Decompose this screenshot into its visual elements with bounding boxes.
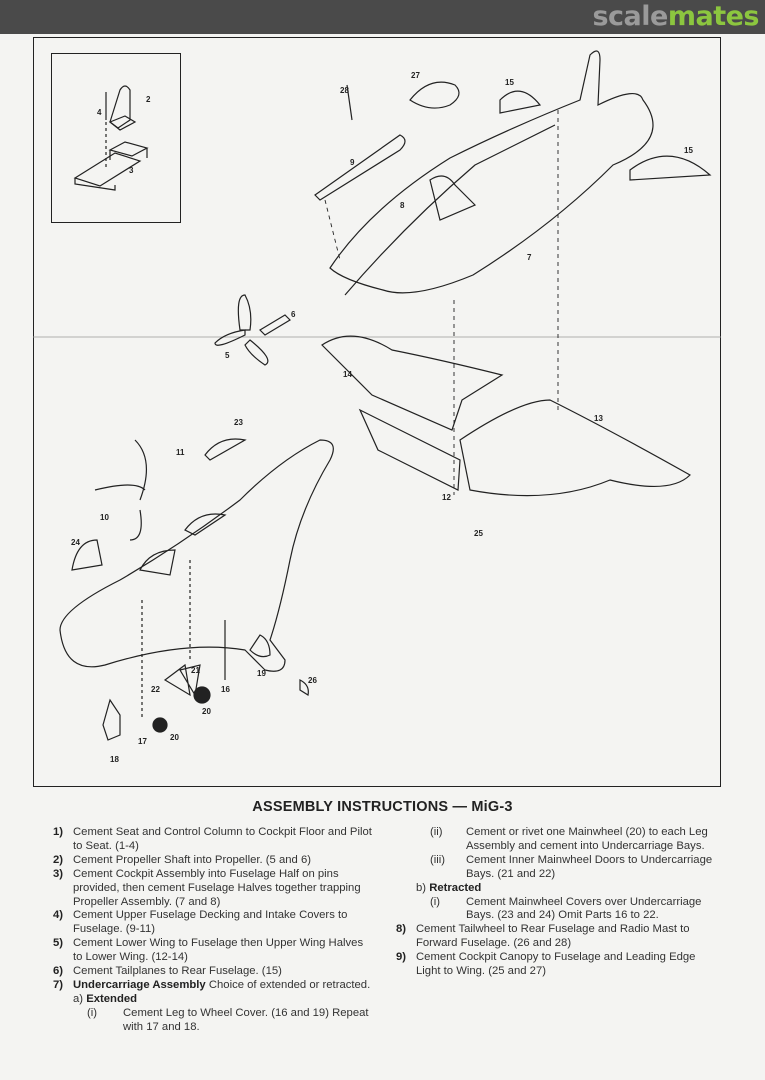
- part-label-11: 11: [176, 448, 185, 457]
- part-label-13: 13: [594, 414, 603, 423]
- step-3: 3)Cement Cockpit Assembly into Fuselage …: [53, 867, 361, 908]
- step-4: 4)Cement Upper Fuselage Decking and Inta…: [53, 909, 348, 936]
- part-label-24: 24: [71, 538, 80, 547]
- guide-lines: [324, 110, 559, 495]
- part-label-3: 3: [129, 166, 134, 175]
- step-7a-ii: (ii)Cement or rivet one Mainwheel (20) t…: [430, 826, 708, 852]
- part-label-27: 27: [411, 71, 420, 80]
- part-label-22: 22: [151, 685, 160, 694]
- part-label-15b: 15: [684, 146, 693, 155]
- step-7a-iii: (iii)Cement Inner Mainwheel Doors to Und…: [430, 853, 713, 880]
- fuselage-drawing: [314, 50, 712, 296]
- step-6: 6)Cement Tailplanes to Rear Fuselage. (1…: [53, 965, 282, 978]
- step-7b-heading: b) Retracted: [416, 881, 482, 894]
- part-label-14: 14: [343, 370, 352, 379]
- part-label-9: 9: [350, 158, 355, 167]
- part-label-6: 6: [291, 310, 296, 319]
- instructions-column-right: (ii)Cement or rivet one Mainwheel (20) t…: [396, 826, 716, 979]
- cockpit-parts-drawing: [73, 85, 149, 191]
- tailplane-part: [499, 90, 542, 114]
- step-9: 9)Cement Cockpit Canopy to Fuselage and …: [396, 951, 696, 978]
- part-label-18: 18: [110, 755, 119, 764]
- step-7b-i: (i)Cement Mainwheel Covers over Undercar…: [430, 895, 702, 922]
- part-label-4: 4: [97, 108, 102, 117]
- part-label-28: 28: [340, 86, 349, 95]
- canopy-part: [409, 81, 460, 109]
- step-7a-heading: a) Extended: [73, 992, 138, 1005]
- step-1: 1)Cement Seat and Control Column to Cock…: [53, 826, 372, 852]
- step-2: 2)Cement Propeller Shaft into Propeller.…: [53, 853, 311, 866]
- part-label-8: 8: [400, 201, 405, 210]
- part-label-10: 10: [100, 513, 109, 522]
- propeller-drawing: [214, 294, 291, 366]
- part-label-17: 17: [138, 737, 147, 746]
- part-label-26: 26: [308, 676, 317, 685]
- assembly-diagram: 2 3 4 5 6 7 8 9 10 11 12 13 14 15 15 16 …: [33, 50, 721, 764]
- instructions-column-left: 1)Cement Seat and Control Column to Cock…: [53, 826, 373, 1035]
- wing-drawing: [321, 335, 691, 497]
- cockpit-inset-box: [51, 53, 181, 223]
- scalemates-logo[interactable]: scalemates: [592, 1, 759, 32]
- decking-part: [314, 134, 406, 201]
- part-label-20: 20: [202, 707, 211, 716]
- completed-aircraft-drawing: [59, 438, 334, 741]
- part-label-2: 2: [146, 95, 151, 104]
- part-label-21: 21: [191, 666, 200, 675]
- part-label-12: 12: [442, 493, 451, 502]
- part-label-19: 19: [257, 669, 266, 678]
- instructions-title: ASSEMBLY INSTRUCTIONS — MiG-3: [252, 799, 513, 815]
- part-label-20b: 20: [170, 733, 179, 742]
- part-label-5: 5: [225, 351, 230, 360]
- part-label-7: 7: [527, 253, 532, 262]
- diagram-frame: [33, 37, 721, 787]
- step-5: 5)Cement Lower Wing to Fuselage then Upp…: [53, 937, 364, 964]
- part-label-23: 23: [234, 418, 243, 427]
- site-header: scalemates: [0, 0, 765, 34]
- step-8: 8)Cement Tailwheel to Rear Fuselage and …: [396, 923, 690, 950]
- tailplane-part: [629, 155, 712, 181]
- step-7a-i: (i)Cement Leg to Wheel Cover. (16 and 19…: [87, 1006, 369, 1033]
- part-label-25: 25: [474, 529, 483, 538]
- part-label-15: 15: [505, 78, 514, 87]
- part-label-16: 16: [221, 685, 230, 694]
- step-7: 7)Undercarriage Assembly Choice of exten…: [53, 978, 371, 991]
